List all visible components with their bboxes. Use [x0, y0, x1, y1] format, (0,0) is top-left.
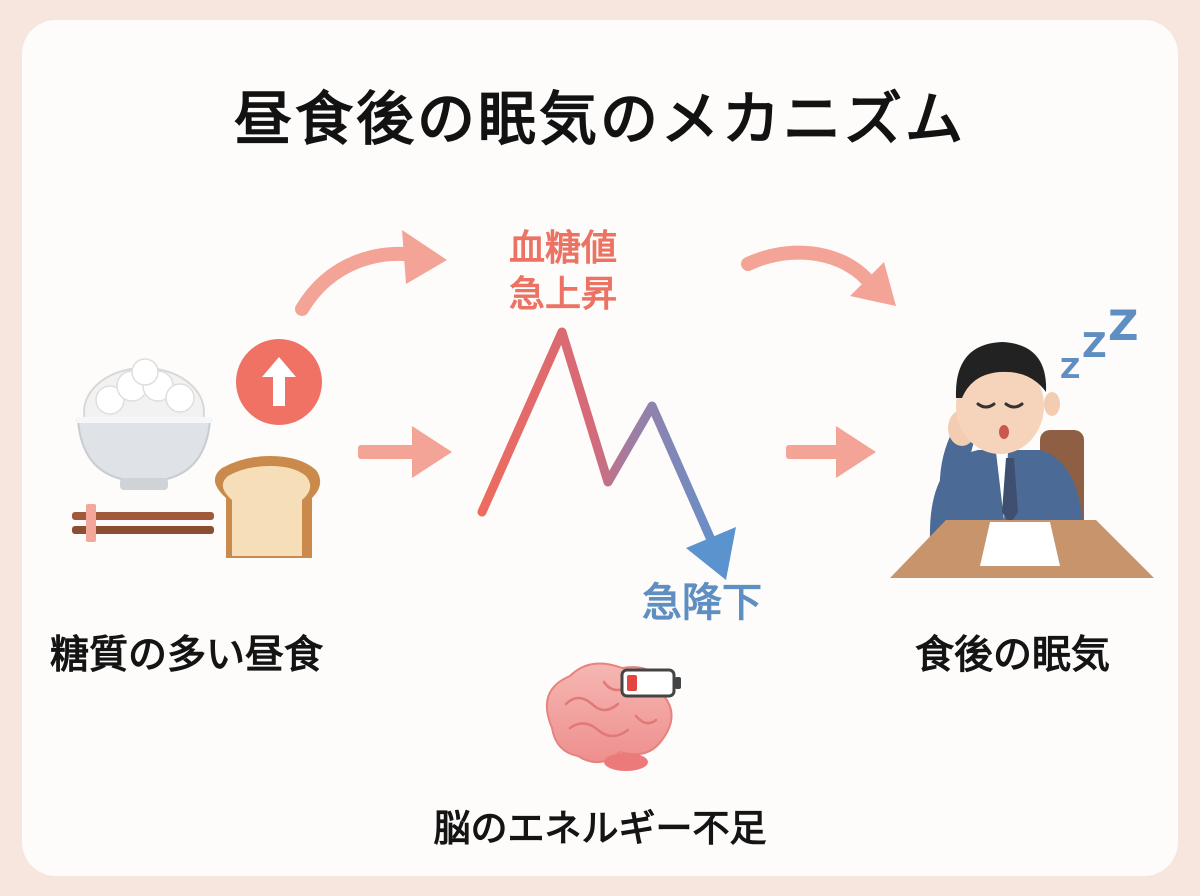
glucose-spike-label: 血糖値 急上昇: [463, 226, 663, 317]
curved-arrow-to-spike: [295, 230, 447, 316]
z-large: Z: [1108, 301, 1138, 350]
spike-label-line2: 急上昇: [508, 273, 617, 315]
arrow-meal-to-graph: [358, 426, 452, 478]
glucose-drop-label: 急降下: [642, 580, 762, 626]
bread-icon: [214, 456, 321, 558]
z-small: Z: [1060, 352, 1080, 385]
diagram-title: 昼食後の眠気のメカニズム: [233, 85, 966, 153]
brain-energy-label: 脳のエネルギー不足: [433, 807, 767, 850]
up-arrow-badge-icon: [236, 339, 322, 425]
meal-label: 糖質の多い昼食: [50, 633, 324, 678]
sleep-z-icons: Z Z Z: [1060, 301, 1138, 385]
spike-label-line1: 血糖値: [508, 228, 617, 269]
arrow-graph-to-sleepy: [786, 426, 876, 478]
sleepy-label: 食後の眠気: [915, 633, 1111, 678]
glucose-curve: [477, 327, 736, 580]
chopsticks-icon: [72, 504, 214, 542]
rice-bowl-icon: [75, 358, 213, 490]
sleepy-person-icon: [890, 342, 1154, 578]
curved-arrow-to-sleepy: [741, 245, 896, 306]
z-mid: Z: [1082, 326, 1107, 366]
low-battery-icon: [620, 668, 681, 698]
